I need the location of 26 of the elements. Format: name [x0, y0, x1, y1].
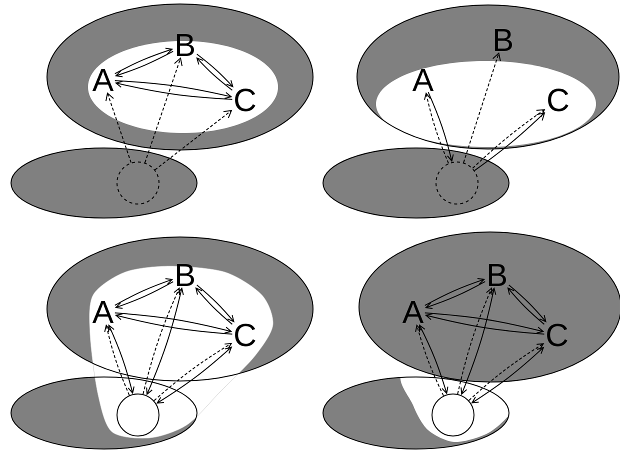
arrow [419, 324, 448, 394]
arrow [415, 324, 444, 396]
node-label: B [494, 29, 512, 52]
node-label: C [235, 324, 256, 346]
arrow [105, 92, 132, 164]
arrow [144, 57, 183, 164]
node-label: B [488, 264, 506, 286]
arrow [108, 324, 135, 394]
node-label: A [402, 301, 424, 324]
node-label: A [412, 69, 434, 92]
arrow [463, 52, 501, 164]
arrow [154, 110, 232, 170]
node-label: B [176, 34, 194, 56]
node-label: C [235, 88, 256, 112]
node-label: A [92, 69, 114, 92]
circle-node [432, 394, 474, 436]
arrow [104, 324, 130, 396]
node-label: C [547, 324, 568, 346]
node-label: B [176, 264, 194, 286]
arrow [428, 92, 454, 162]
arrow [424, 92, 449, 164]
node-label: C [548, 88, 568, 112]
node-label: A [92, 301, 114, 324]
circle-node [116, 162, 160, 204]
circle-node [436, 162, 478, 204]
circle-node [116, 394, 160, 436]
